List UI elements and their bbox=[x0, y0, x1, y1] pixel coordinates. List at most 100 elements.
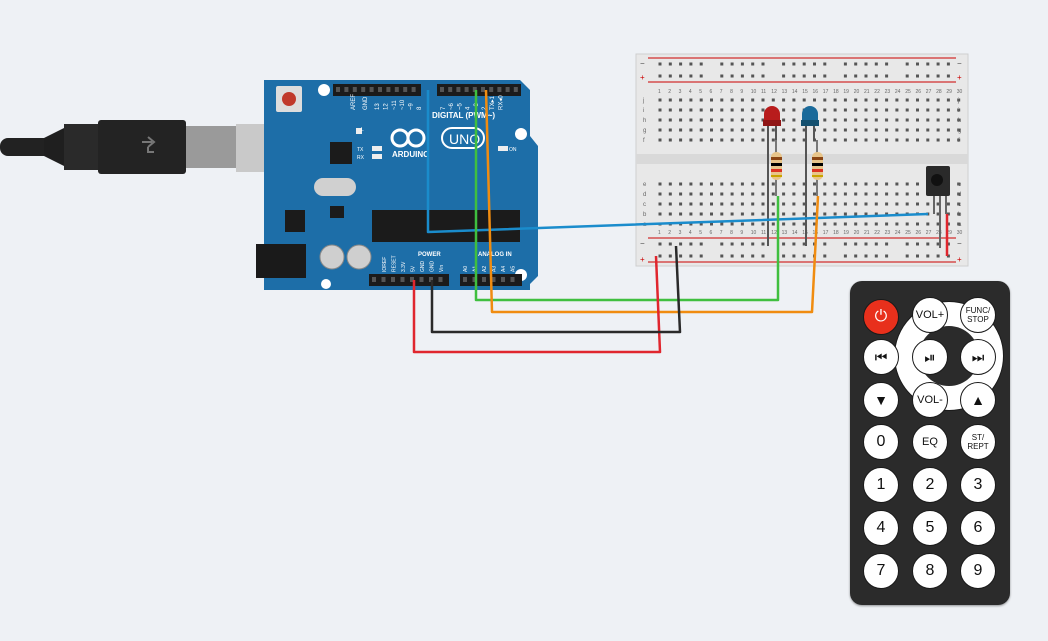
breadboard-hole[interactable] bbox=[916, 138, 919, 142]
breadboard-hole[interactable] bbox=[957, 138, 961, 142]
breadboard-hole[interactable] bbox=[782, 202, 786, 206]
breadboard-hole[interactable] bbox=[720, 138, 724, 142]
breadboard-hole[interactable] bbox=[730, 202, 734, 206]
header-hole[interactable] bbox=[400, 277, 405, 282]
breadboard-hole[interactable] bbox=[854, 212, 858, 216]
breadboard-hole[interactable] bbox=[792, 118, 796, 122]
breadboard-hole[interactable] bbox=[936, 128, 940, 132]
breadboard-hole[interactable] bbox=[813, 98, 816, 102]
breadboard-hole[interactable] bbox=[782, 98, 786, 102]
breadboard-hole[interactable] bbox=[689, 108, 693, 112]
breadboard-hole[interactable] bbox=[833, 108, 837, 112]
breadboard-hole[interactable] bbox=[843, 98, 847, 102]
breadboard-hole[interactable] bbox=[874, 98, 878, 102]
rail-hole[interactable] bbox=[926, 62, 930, 66]
breadboard-hole[interactable] bbox=[679, 108, 683, 112]
breadboard-hole[interactable] bbox=[885, 202, 889, 206]
breadboard-hole[interactable] bbox=[782, 212, 786, 216]
header-hole[interactable] bbox=[491, 277, 496, 282]
remote-8-button[interactable]: 8 bbox=[912, 553, 948, 589]
breadboard-hole[interactable] bbox=[854, 222, 858, 226]
breadboard-hole[interactable] bbox=[699, 182, 703, 186]
breadboard-hole[interactable] bbox=[668, 212, 672, 216]
breadboard-hole[interactable] bbox=[740, 138, 744, 142]
breadboard-hole[interactable] bbox=[720, 222, 724, 226]
breadboard-hole[interactable] bbox=[679, 182, 683, 186]
rail-hole[interactable] bbox=[843, 74, 847, 78]
breadboard-hole[interactable] bbox=[792, 222, 796, 226]
breadboard-hole[interactable] bbox=[802, 202, 806, 206]
breadboard-hole[interactable] bbox=[782, 222, 786, 226]
breadboard-hole[interactable] bbox=[916, 192, 919, 196]
breadboard-hole[interactable] bbox=[823, 128, 827, 132]
breadboard-hole[interactable] bbox=[936, 118, 940, 122]
remote-prev-button[interactable]: ⏮ bbox=[863, 339, 899, 375]
breadboard-hole[interactable] bbox=[658, 192, 662, 196]
breadboard-hole[interactable] bbox=[905, 222, 909, 226]
breadboard-hole[interactable] bbox=[802, 138, 806, 142]
rail-hole[interactable] bbox=[854, 74, 858, 78]
rail-hole[interactable] bbox=[885, 254, 889, 258]
breadboard-hole[interactable] bbox=[854, 138, 858, 142]
breadboard-hole[interactable] bbox=[833, 128, 837, 132]
breadboard-hole[interactable] bbox=[668, 128, 672, 132]
breadboard-hole[interactable] bbox=[946, 212, 950, 216]
rail-hole[interactable] bbox=[658, 62, 662, 66]
rail-hole[interactable] bbox=[946, 242, 950, 246]
breadboard-hole[interactable] bbox=[957, 202, 961, 206]
breadboard-hole[interactable] bbox=[658, 98, 662, 102]
remote-func-stop-button[interactable]: FUNC/ STOP bbox=[960, 297, 996, 333]
breadboard-hole[interactable] bbox=[761, 108, 765, 112]
wire-green[interactable] bbox=[474, 90, 780, 302]
rail-hole[interactable] bbox=[916, 242, 919, 246]
breadboard-hole[interactable] bbox=[926, 202, 930, 206]
rail-hole[interactable] bbox=[792, 74, 796, 78]
breadboard-hole[interactable] bbox=[895, 202, 899, 206]
breadboard-hole[interactable] bbox=[885, 118, 889, 122]
breadboard-hole[interactable] bbox=[813, 212, 816, 216]
breadboard-hole[interactable] bbox=[885, 212, 889, 216]
breadboard-hole[interactable] bbox=[720, 192, 724, 196]
header-hole[interactable] bbox=[448, 87, 453, 92]
rail-hole[interactable] bbox=[946, 62, 950, 66]
breadboard-hole[interactable] bbox=[658, 108, 662, 112]
header-hole[interactable] bbox=[391, 277, 395, 282]
breadboard-hole[interactable] bbox=[895, 108, 899, 112]
breadboard-hole[interactable] bbox=[813, 192, 816, 196]
remote-6-button[interactable]: 6 bbox=[960, 510, 996, 546]
rail-hole[interactable] bbox=[730, 254, 734, 258]
breadboard-hole[interactable] bbox=[874, 212, 878, 216]
breadboard-hole[interactable] bbox=[740, 128, 744, 132]
rail-hole[interactable] bbox=[916, 62, 919, 66]
breadboard-hole[interactable] bbox=[740, 182, 744, 186]
header-hole[interactable] bbox=[513, 87, 518, 92]
breadboard-hole[interactable] bbox=[823, 118, 827, 122]
rail-hole[interactable] bbox=[926, 254, 930, 258]
breadboard-hole[interactable] bbox=[771, 128, 775, 132]
breadboard-hole[interactable] bbox=[833, 222, 837, 226]
breadboard-hole[interactable] bbox=[751, 202, 755, 206]
breadboard-hole[interactable] bbox=[699, 212, 703, 216]
breadboard-hole[interactable] bbox=[916, 118, 919, 122]
breadboard-hole[interactable] bbox=[771, 138, 775, 142]
breadboard-hole[interactable] bbox=[740, 192, 744, 196]
header-hole[interactable] bbox=[336, 87, 340, 92]
breadboard-hole[interactable] bbox=[895, 182, 899, 186]
breadboard[interactable]: + + − − + + − − 112233445566778899101011… bbox=[635, 53, 969, 267]
breadboard-hole[interactable] bbox=[761, 192, 765, 196]
breadboard-hole[interactable] bbox=[802, 182, 806, 186]
breadboard-hole[interactable] bbox=[946, 118, 950, 122]
breadboard-hole[interactable] bbox=[699, 108, 703, 112]
breadboard-hole[interactable] bbox=[843, 182, 847, 186]
rail-hole[interactable] bbox=[936, 254, 940, 258]
remote-play-pause-button[interactable]: ⏯ bbox=[912, 339, 948, 375]
breadboard-hole[interactable] bbox=[864, 118, 868, 122]
header-hole[interactable] bbox=[352, 87, 357, 92]
rail-hole[interactable] bbox=[679, 74, 683, 78]
breadboard-hole[interactable] bbox=[936, 222, 940, 226]
breadboard-hole[interactable] bbox=[792, 138, 796, 142]
breadboard-hole[interactable] bbox=[699, 98, 703, 102]
header-hole[interactable] bbox=[505, 87, 510, 92]
breadboard-hole[interactable] bbox=[658, 182, 662, 186]
led-red[interactable] bbox=[763, 106, 781, 246]
